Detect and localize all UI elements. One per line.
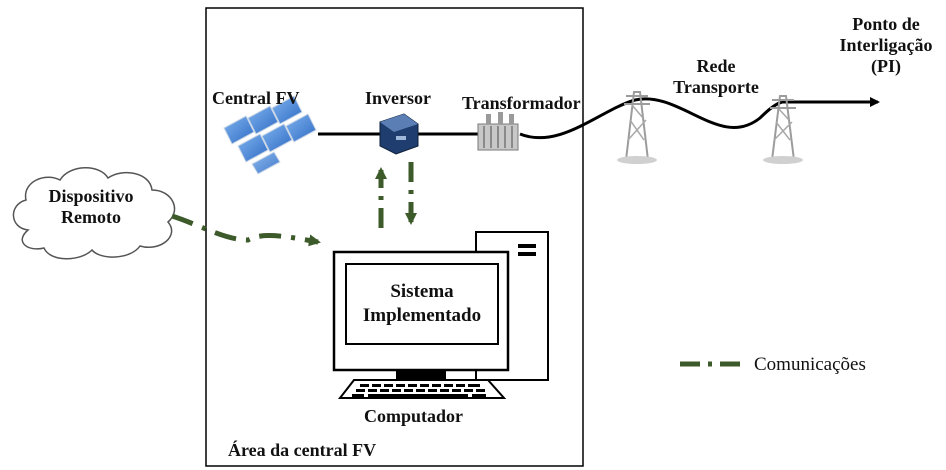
- label-ponto-line3: (PI): [871, 56, 901, 76]
- label-rede: Rede Transporte: [668, 56, 764, 98]
- computer-icon: [332, 231, 549, 399]
- label-ponto-interligacao: Ponto de Interligação (PI): [828, 14, 944, 77]
- label-inversor: Inversor: [365, 88, 431, 108]
- label-ponto-line2: Interligação: [839, 35, 933, 55]
- label-area-central: Área da central FV: [228, 440, 377, 460]
- label-computador: Computador: [364, 406, 464, 426]
- label-sistema-implementado: Sistema Implementado: [348, 280, 496, 328]
- label-sistema-line2: Implementado: [362, 305, 482, 326]
- label-transformador: Transformador: [462, 93, 581, 113]
- transmission-tower-icon: [617, 91, 657, 164]
- label-dispositivo-line2: Remoto: [61, 207, 121, 227]
- comm-line-remote-to-computer: [171, 213, 321, 247]
- transformer-icon: [477, 112, 519, 151]
- solar-panels-icon: [223, 95, 317, 175]
- central-area-box: [205, 7, 584, 467]
- label-rede-line1: Rede: [696, 56, 736, 76]
- label-ponto-line1: Ponto de: [852, 14, 920, 34]
- label-central-fv: Central FV: [212, 88, 300, 108]
- inverter-icon: [379, 113, 419, 155]
- power-line-transmission: [519, 97, 783, 140]
- label-sistema-line1: Sistema: [390, 281, 454, 302]
- label-dispositivo-line1: Dispositivo: [48, 186, 134, 206]
- transmission-tower-icon-2: [763, 95, 803, 164]
- label-rede-line2: Transporte: [673, 77, 759, 97]
- label-dispositivo-remoto: Dispositivo Remoto: [36, 186, 146, 228]
- legend-label-comunicacoes: Comunicações: [754, 354, 866, 375]
- cloud-icon: [12, 167, 176, 260]
